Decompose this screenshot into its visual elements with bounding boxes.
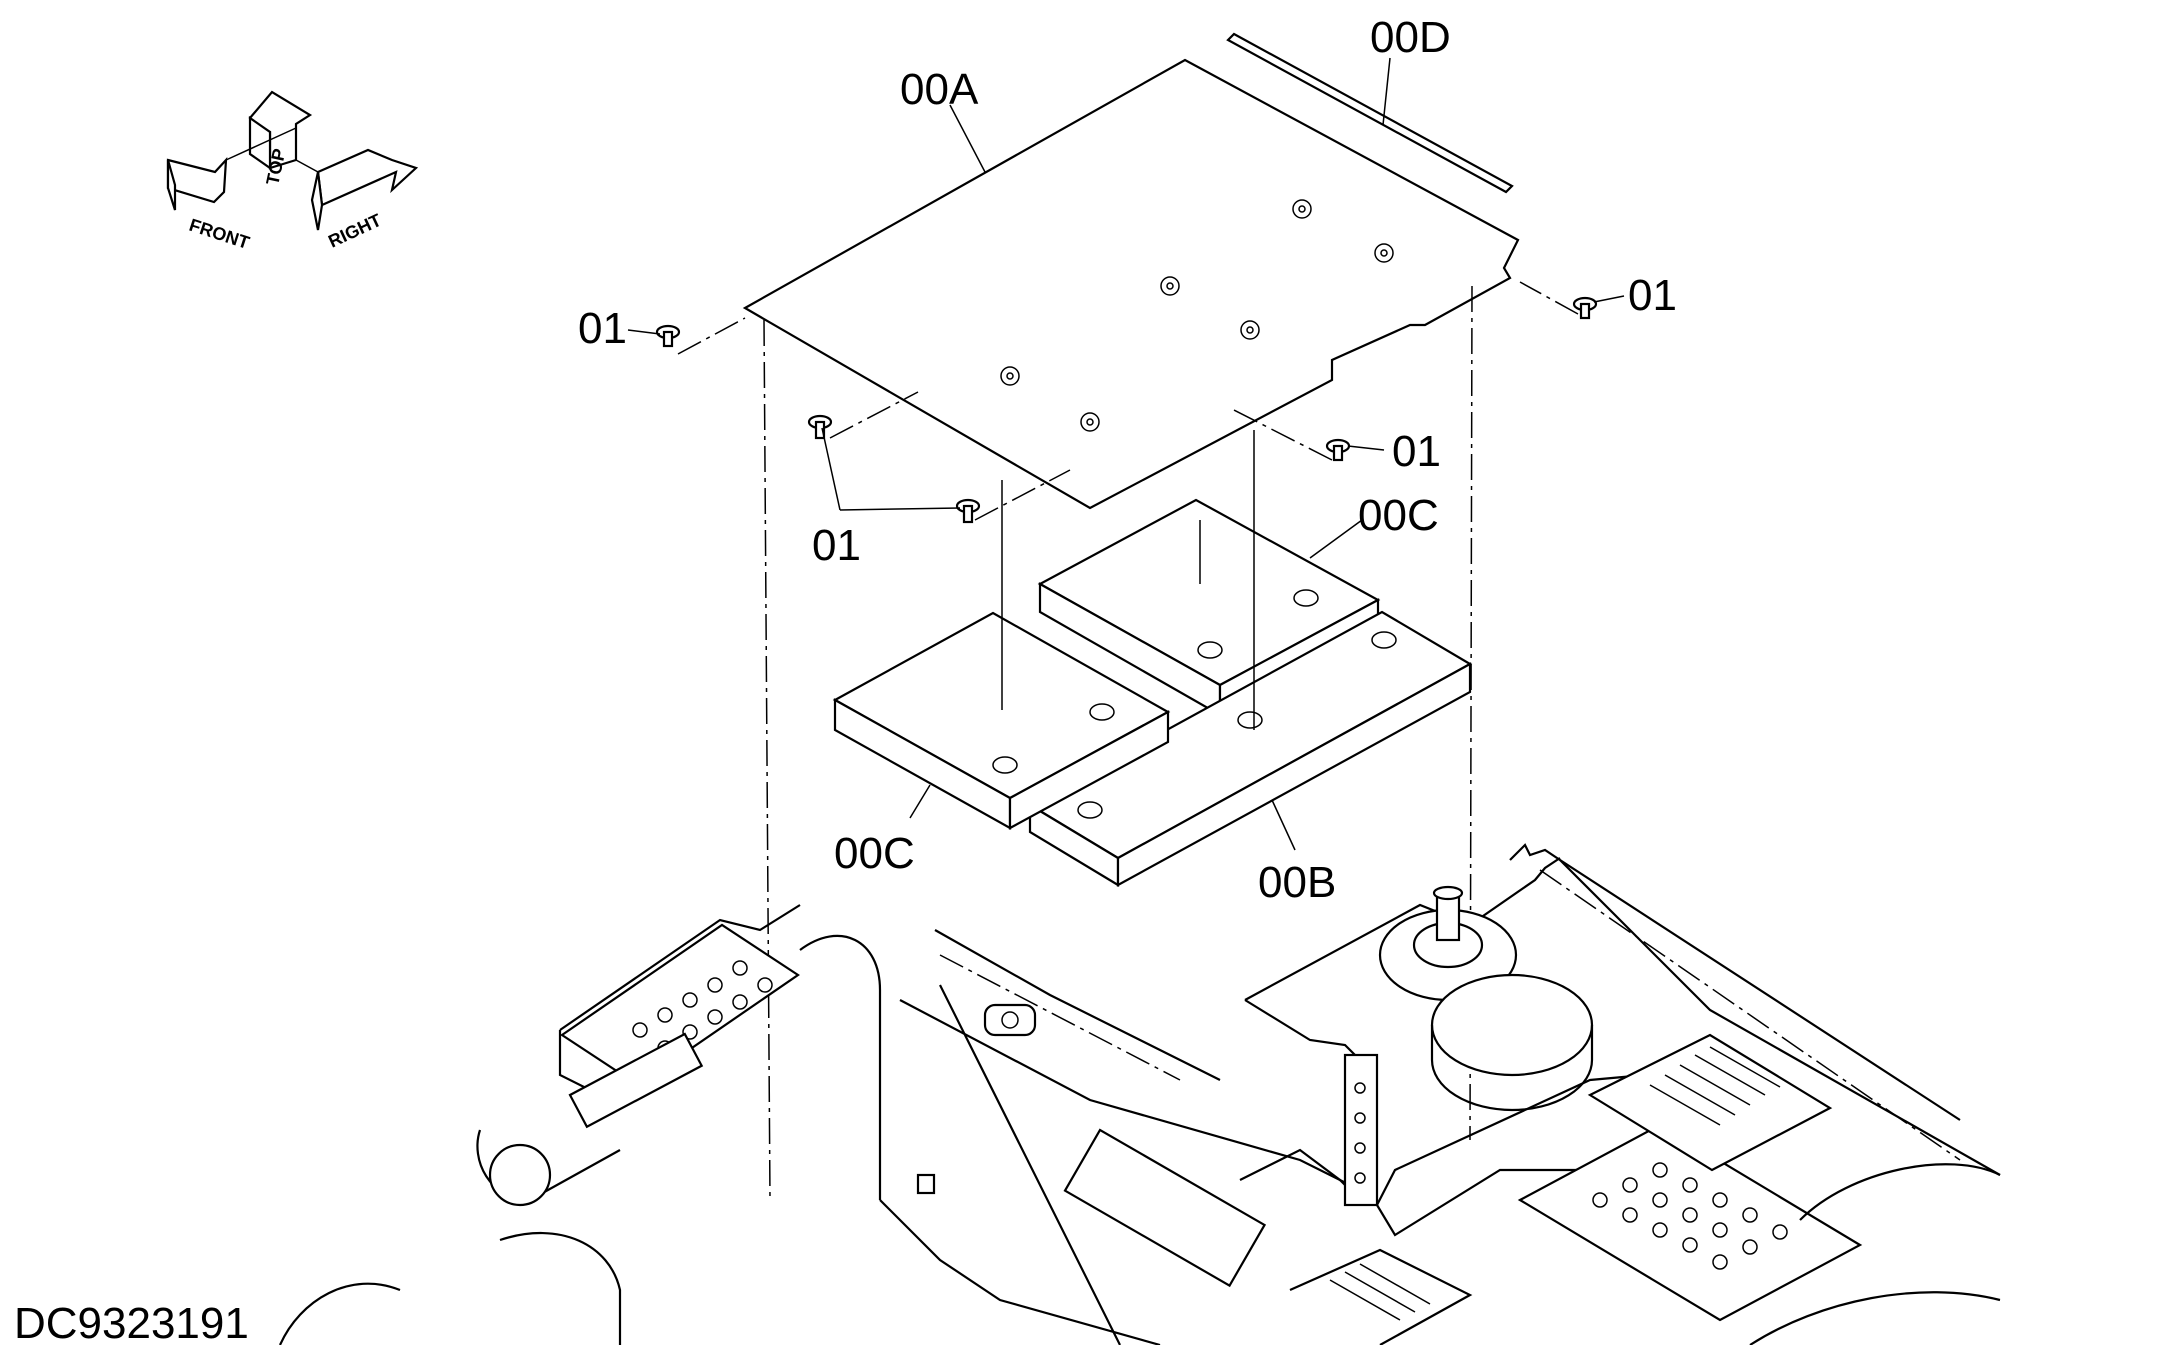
leader-lines xyxy=(627,57,1625,851)
bolt-icon xyxy=(655,324,681,348)
seal-strip xyxy=(1226,32,1514,194)
bolt-icon xyxy=(1325,438,1351,462)
bolt-icon xyxy=(1572,296,1598,320)
right-deck xyxy=(1244,843,2001,1345)
mat-rear xyxy=(1027,610,1473,887)
bolt-icon xyxy=(807,414,833,440)
callout-label-strip: 00D xyxy=(1370,13,1451,62)
callout-label-mat-upper: 00C xyxy=(1358,491,1439,540)
floor-plate xyxy=(742,58,1520,510)
callout-label-bolt-right: 01 xyxy=(1628,271,1677,320)
plate-holes xyxy=(1000,199,1394,432)
hydraulic-tank-cap xyxy=(1430,973,1594,1112)
right-direction-label: RIGHT xyxy=(325,210,384,252)
callout-label-plate: 00A xyxy=(900,65,979,114)
engine-grille xyxy=(1587,1033,1833,1172)
drawing-number: DC9323191 xyxy=(14,1299,249,1345)
callout-label-bolt-left: 01 xyxy=(578,304,627,353)
callout-label-mat-rear: 00B xyxy=(1258,858,1336,907)
callout-label-mat-lower: 00C xyxy=(834,829,915,878)
callout-label-bolt-pair: 01 xyxy=(812,521,861,570)
step-plate-right xyxy=(1517,1123,1863,1322)
orientation-indicator: FRONT TOP RIGHT xyxy=(166,90,419,253)
assembly-lines xyxy=(677,281,1579,1201)
upperstructure-frame xyxy=(278,904,1361,1345)
callout-label-bolt-mid-right: 01 xyxy=(1392,427,1441,476)
bolt-icon xyxy=(955,498,981,524)
front-direction-label: FRONT xyxy=(187,215,252,253)
